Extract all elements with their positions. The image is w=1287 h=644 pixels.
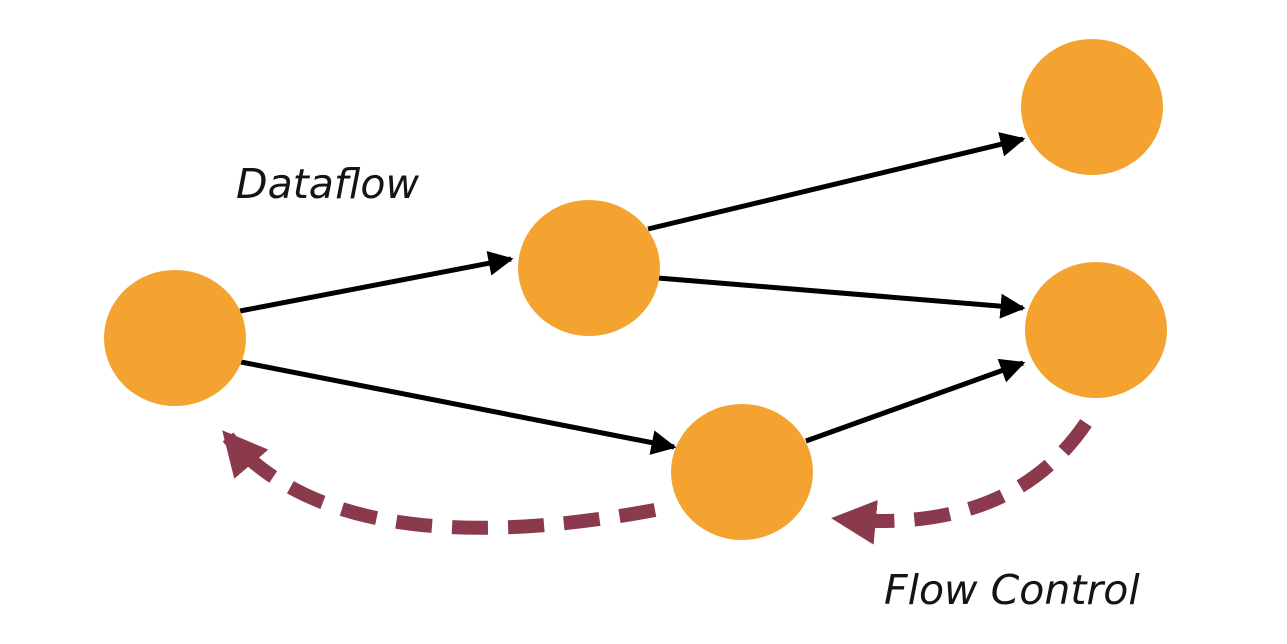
node-bottom <box>671 404 813 540</box>
flow-control-arrow-right-to-bottom <box>831 419 1092 545</box>
node-middle-top <box>518 200 660 336</box>
flow-control-arrow-bottom-to-source <box>222 430 657 535</box>
edge-middle-top-to-right <box>657 275 1026 319</box>
dataflow-label: Dataflow <box>236 160 419 208</box>
edge-source-to-bottom <box>240 359 677 455</box>
edge-source-to-middle-top <box>239 250 514 314</box>
node-source <box>104 270 246 406</box>
edge-bottom-to-right <box>805 358 1026 444</box>
flow-control-label: Flow Control <box>884 566 1140 614</box>
node-right <box>1025 262 1167 398</box>
node-top-right <box>1021 39 1163 175</box>
edge-middle-top-to-top-right <box>647 132 1026 232</box>
